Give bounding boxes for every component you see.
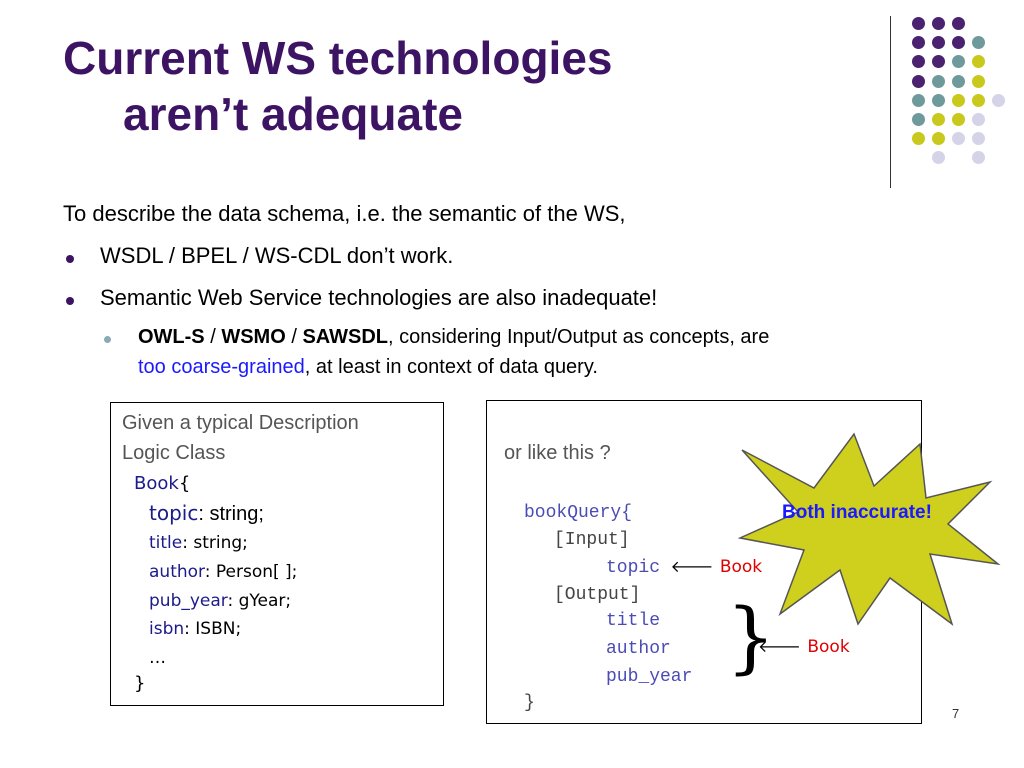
- dot: [972, 132, 985, 145]
- dot: [912, 75, 925, 88]
- wsmo-term: WSMO: [221, 326, 286, 348]
- class-name: Book: [134, 473, 179, 494]
- left-box-caption-2: Logic Class: [122, 442, 226, 464]
- field-type: : string;: [182, 533, 248, 553]
- separator: /: [285, 326, 303, 348]
- field-name: author: [149, 562, 205, 582]
- slide-title-line2: aren’t adequate: [123, 88, 463, 140]
- bullet-dot: [66, 255, 74, 263]
- field-name: pub_year: [149, 591, 228, 611]
- query-name: bookQuery{: [524, 503, 633, 523]
- dot: [972, 55, 985, 68]
- dot: [952, 132, 965, 145]
- slide-title: Current WS technologies aren’t adequate: [63, 30, 612, 142]
- bullet-dot: [66, 297, 74, 305]
- output-field-title: title: [606, 611, 661, 631]
- page-number: 7: [952, 706, 960, 721]
- owls-term: OWL-S: [138, 326, 205, 348]
- close-brace: }: [134, 673, 146, 694]
- divider-line: [890, 16, 891, 188]
- field-pub-year: pub_year: gYear;: [149, 591, 291, 611]
- bullet-item-1: WSDL / BPEL / WS-CDL don’t work.: [100, 243, 454, 268]
- input-row: topic 🡐 Book: [606, 556, 762, 578]
- dot: [972, 75, 985, 88]
- input-field: topic: [606, 558, 661, 578]
- ellipsis: …: [149, 648, 166, 668]
- starburst-label: Both inaccurate!: [782, 502, 932, 523]
- left-arrow-icon: 🡐: [758, 639, 801, 656]
- dot: [912, 94, 925, 107]
- sub-bullet-line1: OWL-S / WSMO / SAWSDL, considering Input…: [138, 326, 769, 349]
- dot: [932, 55, 945, 68]
- dot: [932, 132, 945, 145]
- sub-bullet-dot: [104, 336, 111, 343]
- field-isbn: isbn: ISBN;: [149, 619, 241, 639]
- dot: [932, 17, 945, 30]
- class-declaration: Book{: [134, 473, 190, 494]
- field-name: topic: [149, 501, 199, 525]
- left-arrow-icon: 🡐: [670, 559, 714, 576]
- dot: [912, 113, 925, 126]
- open-brace: {: [178, 473, 191, 494]
- starburst-callout: [738, 432, 1001, 626]
- dot: [952, 17, 965, 30]
- intro-text: To describe the data schema, i.e. the se…: [63, 201, 626, 226]
- dot: [972, 94, 985, 107]
- output-field-author: author: [606, 639, 671, 659]
- field-name: isbn: [149, 619, 185, 639]
- dot: [932, 113, 945, 126]
- right-box-caption: or like this ?: [504, 442, 611, 464]
- dot: [912, 132, 925, 145]
- sub-bullet-rest: , considering Input/Output as concepts, …: [388, 326, 770, 348]
- field-type: : gYear;: [227, 591, 292, 611]
- field-type: : string;: [198, 503, 264, 525]
- input-concept: Book: [719, 557, 763, 577]
- bullet-item-2: Semantic Web Service technologies are al…: [100, 285, 658, 310]
- dot: [932, 75, 945, 88]
- sub-bullet-line2: too coarse-grained, at least in context …: [138, 356, 598, 379]
- output-field-pub-year: pub_year: [606, 667, 693, 687]
- output-brace: }: [726, 593, 776, 683]
- input-label: [Input]: [554, 530, 630, 550]
- starburst-shape: [738, 432, 1001, 626]
- dot: [932, 151, 945, 164]
- field-topic: topic: string;: [149, 501, 264, 526]
- description-logic-box: [110, 402, 444, 706]
- dot: [972, 151, 985, 164]
- highlight-text: too coarse-grained: [138, 356, 305, 378]
- dot: [932, 36, 945, 49]
- sub-bullet-rest2: , at least in context of data query.: [304, 356, 598, 378]
- dot: [952, 36, 965, 49]
- dot: [912, 55, 925, 68]
- dot: [912, 17, 925, 30]
- slide-title-line1: Current WS technologies: [63, 32, 613, 84]
- dot: [932, 94, 945, 107]
- dot: [952, 75, 965, 88]
- field-author: author: Person[ ];: [149, 562, 297, 582]
- dot: [952, 94, 965, 107]
- dot: [972, 113, 985, 126]
- separator: /: [204, 326, 222, 348]
- field-name: title: [149, 533, 183, 553]
- dot: [912, 36, 925, 49]
- dot: [972, 36, 985, 49]
- output-concept: Book: [807, 637, 850, 657]
- field-type: : ISBN;: [184, 619, 242, 639]
- dot: [952, 55, 965, 68]
- field-title: title: string;: [149, 533, 248, 553]
- query-close-brace: }: [524, 693, 535, 713]
- field-type: : Person[ ];: [204, 562, 298, 582]
- dot: [952, 113, 965, 126]
- left-box-caption-1: Given a typical Description: [122, 412, 359, 434]
- output-mapping: 🡐 Book: [758, 636, 850, 657]
- dot: [992, 94, 1005, 107]
- sawsdl-term: SAWSDL: [302, 326, 388, 348]
- output-label: [Output]: [554, 585, 641, 605]
